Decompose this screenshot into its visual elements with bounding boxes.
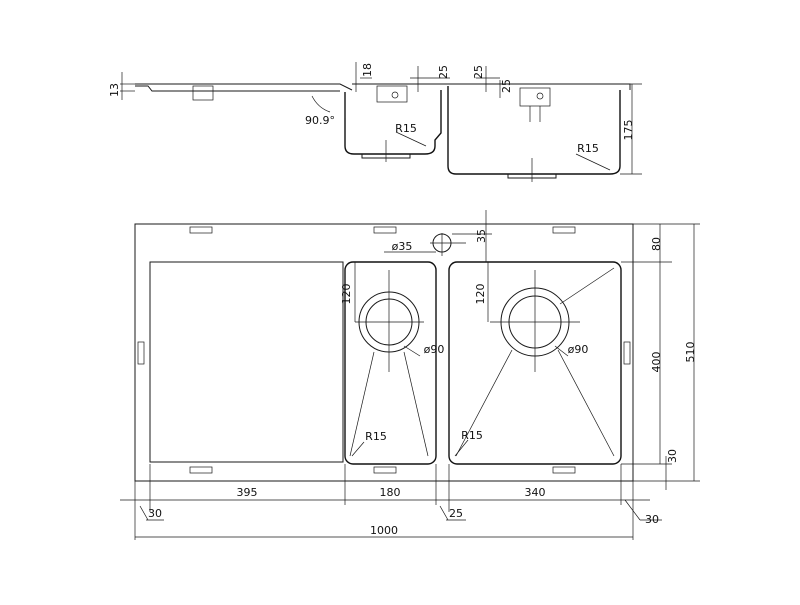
large-bowl — [448, 261, 622, 465]
dim-510-label: 510 — [684, 342, 697, 363]
dim-30-right-label: 30 — [666, 449, 679, 463]
drainboard-area — [149, 261, 344, 463]
drainboard-top-edge — [135, 83, 353, 91]
dim-175-label: 175 — [622, 120, 635, 141]
bolt-icon — [391, 91, 399, 99]
bowl-radius-right-label: R15 — [461, 429, 483, 442]
angle-label: 90.9° — [305, 114, 335, 127]
dim-180-label: 180 — [380, 486, 401, 499]
dim-80-label: 80 — [650, 237, 663, 251]
small-bowl — [344, 261, 437, 465]
dim-395-label: 395 — [237, 486, 258, 499]
angle-arc — [311, 95, 331, 113]
dim-1000-label: 1000 — [370, 524, 398, 537]
bowl-radius-left-label: R15 — [365, 430, 387, 443]
dim-25-label: 25 — [449, 507, 463, 520]
plan-view: ø35 35 120 120 ø90 ø90 R15 R15 80 400 30… — [120, 210, 700, 540]
clip-icon — [189, 226, 213, 234]
radius-left-label: R15 — [395, 122, 417, 135]
clip-icon — [552, 466, 576, 474]
clip-icon — [623, 341, 631, 365]
side-section-view: 13 18 25 25 25 90.9° R15 R15 175 — [108, 62, 642, 182]
clip-icon — [189, 466, 213, 474]
clip-icon — [552, 226, 576, 234]
dim-30-corner-label: 30 — [645, 513, 659, 526]
bolt-icon — [536, 92, 544, 100]
dim-25c-label: 25 — [500, 79, 513, 93]
overflow-diameter-label: ø35 — [392, 240, 413, 253]
drainboard-bottom-edge — [135, 85, 340, 92]
clip-icon — [373, 466, 397, 474]
dim-35-label: 35 — [475, 229, 488, 243]
dim-25a-label: 25 — [437, 65, 450, 79]
dim-120-left-label: 120 — [340, 284, 353, 305]
radius-right-label: R15 — [577, 142, 599, 155]
dim-18-label: 18 — [361, 63, 374, 77]
drain-left-diameter-label: ø90 — [424, 343, 445, 356]
sink-outline — [134, 223, 634, 482]
clip-icon — [519, 87, 551, 107]
dim-13-label: 13 — [108, 83, 121, 97]
top-rim — [352, 83, 631, 90]
dim-120-right-label: 120 — [474, 284, 487, 305]
clip-icon — [192, 85, 214, 101]
drain-right-diameter-label: ø90 — [568, 343, 589, 356]
dim-30-left-label: 30 — [148, 507, 162, 520]
dim-25b-label: 25 — [472, 65, 485, 79]
small-bowl-section — [344, 90, 442, 155]
large-bowl-section — [447, 86, 621, 175]
clip-icon — [376, 85, 408, 103]
mounting-clips — [137, 226, 631, 474]
clip-icon — [137, 341, 145, 365]
dim-340-label: 340 — [525, 486, 546, 499]
dim-400-label: 400 — [650, 352, 663, 373]
clip-icon — [373, 226, 397, 234]
